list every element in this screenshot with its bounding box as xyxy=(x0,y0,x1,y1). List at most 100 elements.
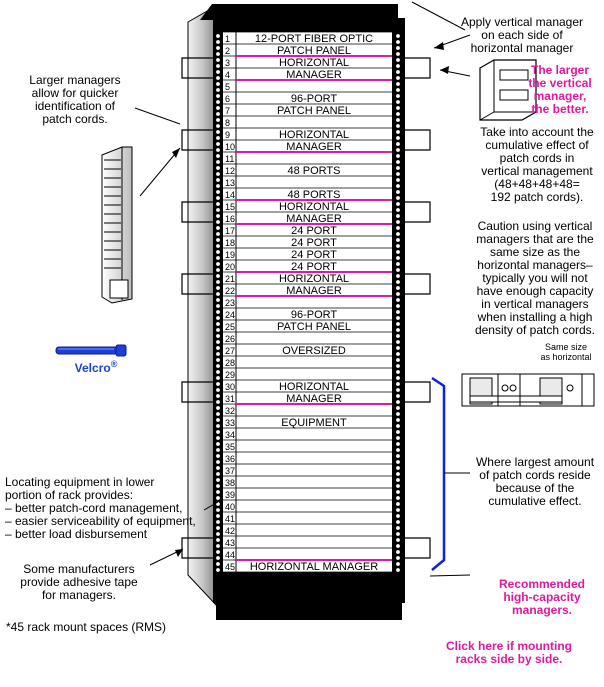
velcro-text: Velcro xyxy=(74,361,111,375)
note-line: – better patch-cord management, xyxy=(5,501,183,515)
rack-row-number: 1 xyxy=(225,34,230,44)
note-line: horizontal managers– xyxy=(477,258,593,272)
rack-row-number: 30 xyxy=(225,382,235,392)
rack-row-label: HORIZONTAL xyxy=(279,57,349,69)
manager-hook-left xyxy=(181,129,213,151)
note-line: on each side of xyxy=(481,28,563,42)
rack-row-number: 38 xyxy=(225,478,235,488)
note-same-size: Same size as horizontal xyxy=(530,342,602,362)
note-line: – better load disbursement xyxy=(5,527,148,541)
rack-row-label: 96-PORT xyxy=(291,93,338,105)
note-line: patch cords. xyxy=(42,112,108,126)
rack-row-label: MANAGER xyxy=(286,69,342,81)
note-line: managers. xyxy=(511,603,573,617)
note-line: Locating equipment in lower xyxy=(5,475,155,489)
rack-row-number: 8 xyxy=(225,118,230,128)
high-capacity-bracket xyxy=(431,376,446,571)
note-where-largest: Where largest amount of patch cords resi… xyxy=(470,456,600,508)
rack-top xyxy=(200,4,398,20)
rack-row-label: HORIZONTAL xyxy=(279,273,349,285)
note-line: Larger managers xyxy=(29,73,121,87)
note-line: vertical management xyxy=(481,164,593,178)
rack-row-number: 42 xyxy=(225,526,235,536)
note-line: Same size xyxy=(544,342,588,352)
note-line: cumulative effect of xyxy=(485,138,589,152)
rack-row-number: 27 xyxy=(225,346,235,356)
rack-row-number: 2 xyxy=(225,46,230,56)
manager-hook-right xyxy=(405,129,431,151)
rack-row-number: 19 xyxy=(225,250,235,260)
note-apply-vertical: Apply vertical manager on each side of h… xyxy=(448,16,596,55)
rack-panel-area xyxy=(236,32,392,572)
rack-row-label: HORIZONTAL xyxy=(279,129,349,141)
note-larger-vertical: The larger the vertical manager, the bet… xyxy=(520,64,600,116)
note-line: allow for quicker xyxy=(31,86,119,100)
rack-row-number: 6 xyxy=(225,94,230,104)
rack-row-label: PATCH PANEL xyxy=(277,105,351,117)
note-line: the vertical xyxy=(528,76,592,90)
manager-hook-right xyxy=(405,273,431,295)
note-line: patch cords in xyxy=(499,151,575,165)
note-line: Take into account the xyxy=(480,125,594,139)
same-size-managers-sketch xyxy=(461,373,595,407)
rack-row-number: 39 xyxy=(225,490,235,500)
rack-row-label: PATCH PANEL xyxy=(277,321,351,333)
rack-row-number: 10 xyxy=(225,142,235,152)
rack-row-number: 24 xyxy=(225,310,235,320)
note-line: high-capacity xyxy=(503,590,581,604)
manager-hook-left xyxy=(181,273,213,295)
rack-row-number: 36 xyxy=(225,454,235,464)
rack-row-number: 43 xyxy=(225,538,235,548)
note-line: typically you will not xyxy=(482,271,588,285)
note-line: same size as the xyxy=(489,245,581,259)
larger-vertical-manager-sketch xyxy=(479,59,537,121)
rack-row-number: 34 xyxy=(225,430,235,440)
rack-row-number: 40 xyxy=(225,502,235,512)
side-by-side-link[interactable]: Click here if mounting racks side by sid… xyxy=(418,640,600,666)
rack-row-label: OVERSIZED xyxy=(282,345,346,357)
note-line: identification of xyxy=(34,99,116,113)
note-line: *45 rack mount spaces (RMS) xyxy=(6,620,167,634)
note-recommended: Recommended high-capacity managers. xyxy=(484,578,600,617)
note-line: 192 patch cords). xyxy=(490,190,584,204)
note-line: Caution using vertical xyxy=(477,219,593,233)
rack-row-number: 44 xyxy=(225,550,235,560)
rack-row-number: 33 xyxy=(225,418,235,428)
rack-row-number: 45 xyxy=(225,562,235,572)
rack-row-label: MANAGER xyxy=(286,285,342,297)
rack-row-number: 4 xyxy=(225,70,230,80)
note-line: density of patch cords. xyxy=(474,323,596,337)
rack-row-number: 21 xyxy=(225,274,235,284)
note-adhesive: Some manufacturers provide adhesive tape… xyxy=(14,563,144,602)
note-rms: *45 rack mount spaces (RMS) xyxy=(6,621,186,634)
note-line: Some manufacturers xyxy=(23,562,135,576)
rack-row-label: HORIZONTAL xyxy=(279,201,349,213)
manager-hook-left xyxy=(181,201,213,223)
rack-row-number: 18 xyxy=(225,238,235,248)
note-line: as horizontal xyxy=(540,352,592,362)
rack-row-number: 37 xyxy=(225,466,235,476)
manager-hook-left xyxy=(181,381,213,403)
rack-row-number: 23 xyxy=(225,298,235,308)
rack-row-number: 22 xyxy=(225,286,235,296)
rack-row-number: 31 xyxy=(225,394,235,404)
rack-row-number: 15 xyxy=(225,202,235,212)
link-line[interactable]: Click here if mounting xyxy=(445,639,572,653)
rack-row-label: 48 PORTS xyxy=(288,189,341,201)
rack-row-number: 3 xyxy=(225,58,230,68)
rack-row-number: 16 xyxy=(225,214,235,224)
manager-hook-left xyxy=(181,537,213,559)
rack-row-label: EQUIPMENT xyxy=(281,417,347,429)
rack-base xyxy=(216,596,402,620)
rack-row-label: 48 PORTS xyxy=(288,165,341,177)
link-line[interactable]: racks side by side. xyxy=(455,652,563,666)
note-line: managers that are the xyxy=(476,232,594,246)
note-line: because of the xyxy=(495,481,575,495)
note-line: – easier serviceability of equipment, xyxy=(5,514,196,528)
note-line: horizontal manager xyxy=(470,41,574,55)
note-line: the better. xyxy=(531,102,589,116)
rack-row-label: 24 PORT xyxy=(291,261,337,273)
rack-row-number: 13 xyxy=(225,178,235,188)
note-line: Recommended xyxy=(498,577,586,591)
